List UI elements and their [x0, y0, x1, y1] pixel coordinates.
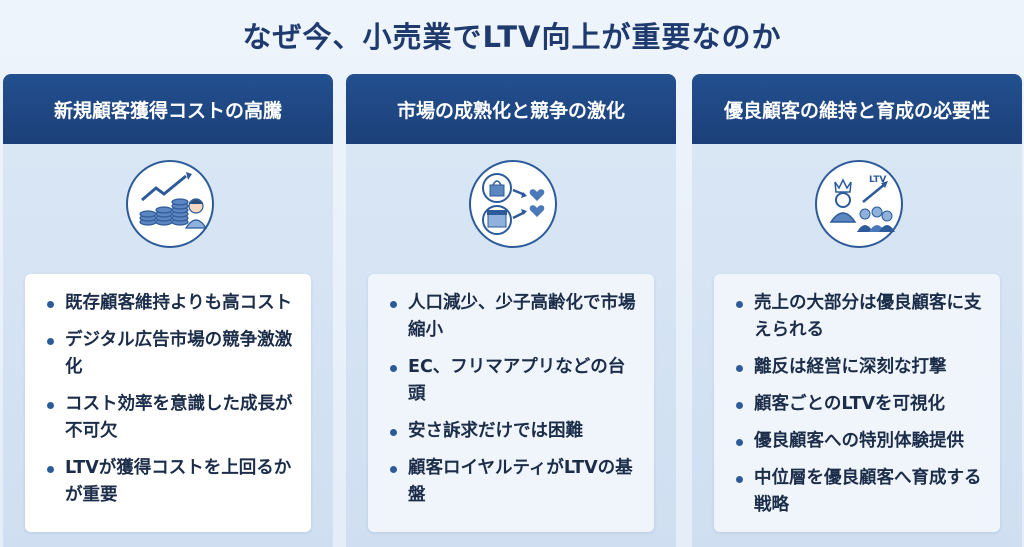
- list-item: LTVが獲得コストを上回るかが重要: [45, 455, 299, 509]
- list-item: 顧客ごとのLTVを可視化: [734, 391, 988, 418]
- list-item: 離反は経営に深刻な打撃: [734, 354, 988, 381]
- column-heading: 新規顧客獲得コストの高騰: [3, 74, 333, 144]
- list-item: EC、フリマアプリなどの台頭: [388, 354, 642, 408]
- column-market-maturity: 市場の成熟化と競争の激化 人口減少、少子高齢化で市場縮小 EC、フリマアプリなど…: [346, 74, 676, 547]
- column-heading: 市場の成熟化と競争の激化: [346, 74, 676, 144]
- column-acquisition-cost: 新規顧客獲得コストの高騰 既存顧客維持よりも高コスト デジタル広告市場の競争激激…: [3, 74, 333, 547]
- list-item: コスト効率を意識した成長が不可欠: [45, 391, 299, 445]
- rising-cost-coins-icon: [126, 160, 214, 248]
- list-item: 顧客ロイヤルティがLTVの基盤: [388, 455, 642, 509]
- ltv-label: LTV: [869, 175, 886, 185]
- shop-to-heart-icon: [469, 160, 557, 248]
- list-item: 中位層を優良顧客へ育成する戦略: [734, 465, 988, 519]
- list-item: 人口減少、少子高齢化で市場縮小: [388, 290, 642, 344]
- bullet-card: 既存顧客維持よりも高コスト デジタル広告市場の競争激激化 コスト効率を意識した成…: [25, 274, 311, 532]
- bullet-card: 売上の大部分は優良顧客に支えられる 離反は経営に深刻な打撃 顧客ごとのLTVを可…: [714, 274, 1000, 532]
- list-item: デジタル広告市場の競争激激化: [45, 327, 299, 381]
- list-item: 安さ訴求だけでは困難: [388, 418, 642, 445]
- column-loyal-customers: 優良顧客の維持と育成の必要性 LTV 売上の大部分は優良顧客に支えられる 離反は…: [692, 74, 1022, 547]
- page-title: なぜ今、小売業でLTV向上が重要なのか: [242, 20, 782, 54]
- list-item: 優良顧客への特別体験提供: [734, 428, 988, 455]
- bullet-card: 人口減少、少子高齢化で市場縮小 EC、フリマアプリなどの台頭 安さ訴求だけでは困…: [368, 274, 654, 532]
- loyal-customer-ltv-icon: LTV: [815, 160, 903, 248]
- list-item: 売上の大部分は優良顧客に支えられる: [734, 290, 988, 344]
- column-heading: 優良顧客の維持と育成の必要性: [692, 74, 1022, 144]
- list-item: 既存顧客維持よりも高コスト: [45, 290, 299, 317]
